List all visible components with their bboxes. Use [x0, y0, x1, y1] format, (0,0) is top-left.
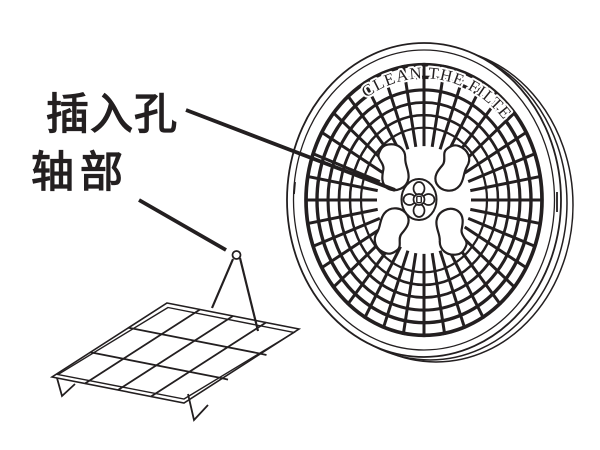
handle-eyelet: [231, 250, 242, 260]
leader-line-insertion-hole: [185, 108, 396, 192]
insertion-hole-hub: [400, 178, 438, 221]
wire-end-nub: [222, 377, 229, 381]
rack-feet: [56, 377, 209, 422]
shaft-handle: [210, 250, 260, 332]
shaft-socket: [416, 195, 422, 204]
rack-grid: [84, 308, 267, 398]
rack-foot: [56, 377, 76, 398]
filter-rack-illustration: [49, 250, 302, 422]
rim-tab-left: [293, 181, 296, 195]
wire-end-nub: [260, 352, 267, 356]
disc-mesh-grid: [304, 62, 544, 338]
label-shaft: 轴部: [31, 149, 129, 197]
hub-petal: [412, 181, 426, 196]
label-insertion-hole: 插入孔: [46, 91, 178, 139]
hub-petal: [412, 203, 426, 218]
rack-foot: [187, 393, 209, 422]
leader-line-shaft: [138, 198, 227, 252]
